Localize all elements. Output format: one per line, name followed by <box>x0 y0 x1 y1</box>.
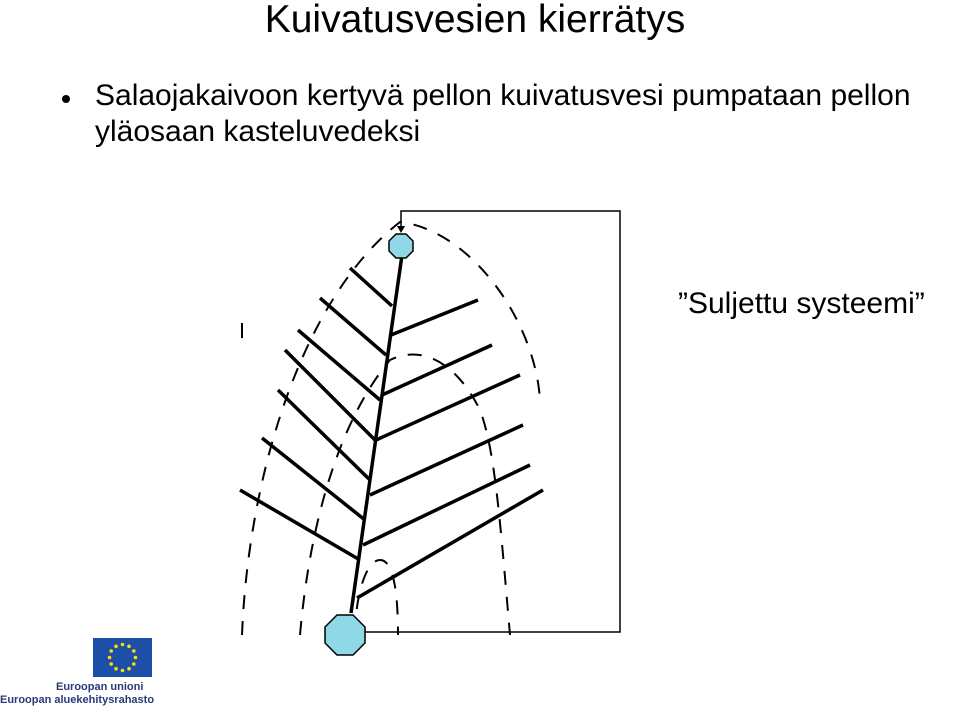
lateral-right <box>390 298 479 337</box>
lateral-right <box>381 343 493 397</box>
lateral-right <box>362 463 531 547</box>
right-laterals <box>356 298 544 600</box>
contour-small <box>354 558 399 636</box>
main-collector <box>349 254 404 614</box>
bullet-text: Salaojakaivoon kertyvä pellon kuivatusve… <box>95 79 911 148</box>
top-well-icon <box>388 233 414 259</box>
eu-union-label: Euroopan unioni <box>56 681 144 693</box>
lateral-left <box>318 296 388 357</box>
lateral-left <box>283 348 377 442</box>
eu-flag-icon <box>93 638 152 677</box>
bullet-dot-icon <box>62 95 70 103</box>
contour-outer <box>241 220 541 636</box>
return-pipe <box>365 210 621 633</box>
slide-title: Kuivatusvesien kierrätys <box>264 0 686 41</box>
lateral-right <box>369 423 524 497</box>
lateral-left <box>276 388 372 482</box>
lateral-left <box>296 328 382 402</box>
contour-inner-right <box>299 353 511 636</box>
closed-system-label: ”Suljettu systeemi” <box>678 287 925 320</box>
bottom-well-icon <box>324 614 366 656</box>
title-container: Kuivatusvesien kierrätys <box>0 0 959 46</box>
return-arrow-icon <box>397 226 405 233</box>
lateral-right <box>356 488 544 600</box>
lateral-right <box>375 373 521 442</box>
left-laterals <box>239 266 394 562</box>
lateral-left <box>348 266 394 308</box>
eu-fund-label: Euroopan aluekehitysrahasto <box>0 694 155 706</box>
lateral-left <box>239 488 361 562</box>
lateral-left <box>260 436 367 522</box>
